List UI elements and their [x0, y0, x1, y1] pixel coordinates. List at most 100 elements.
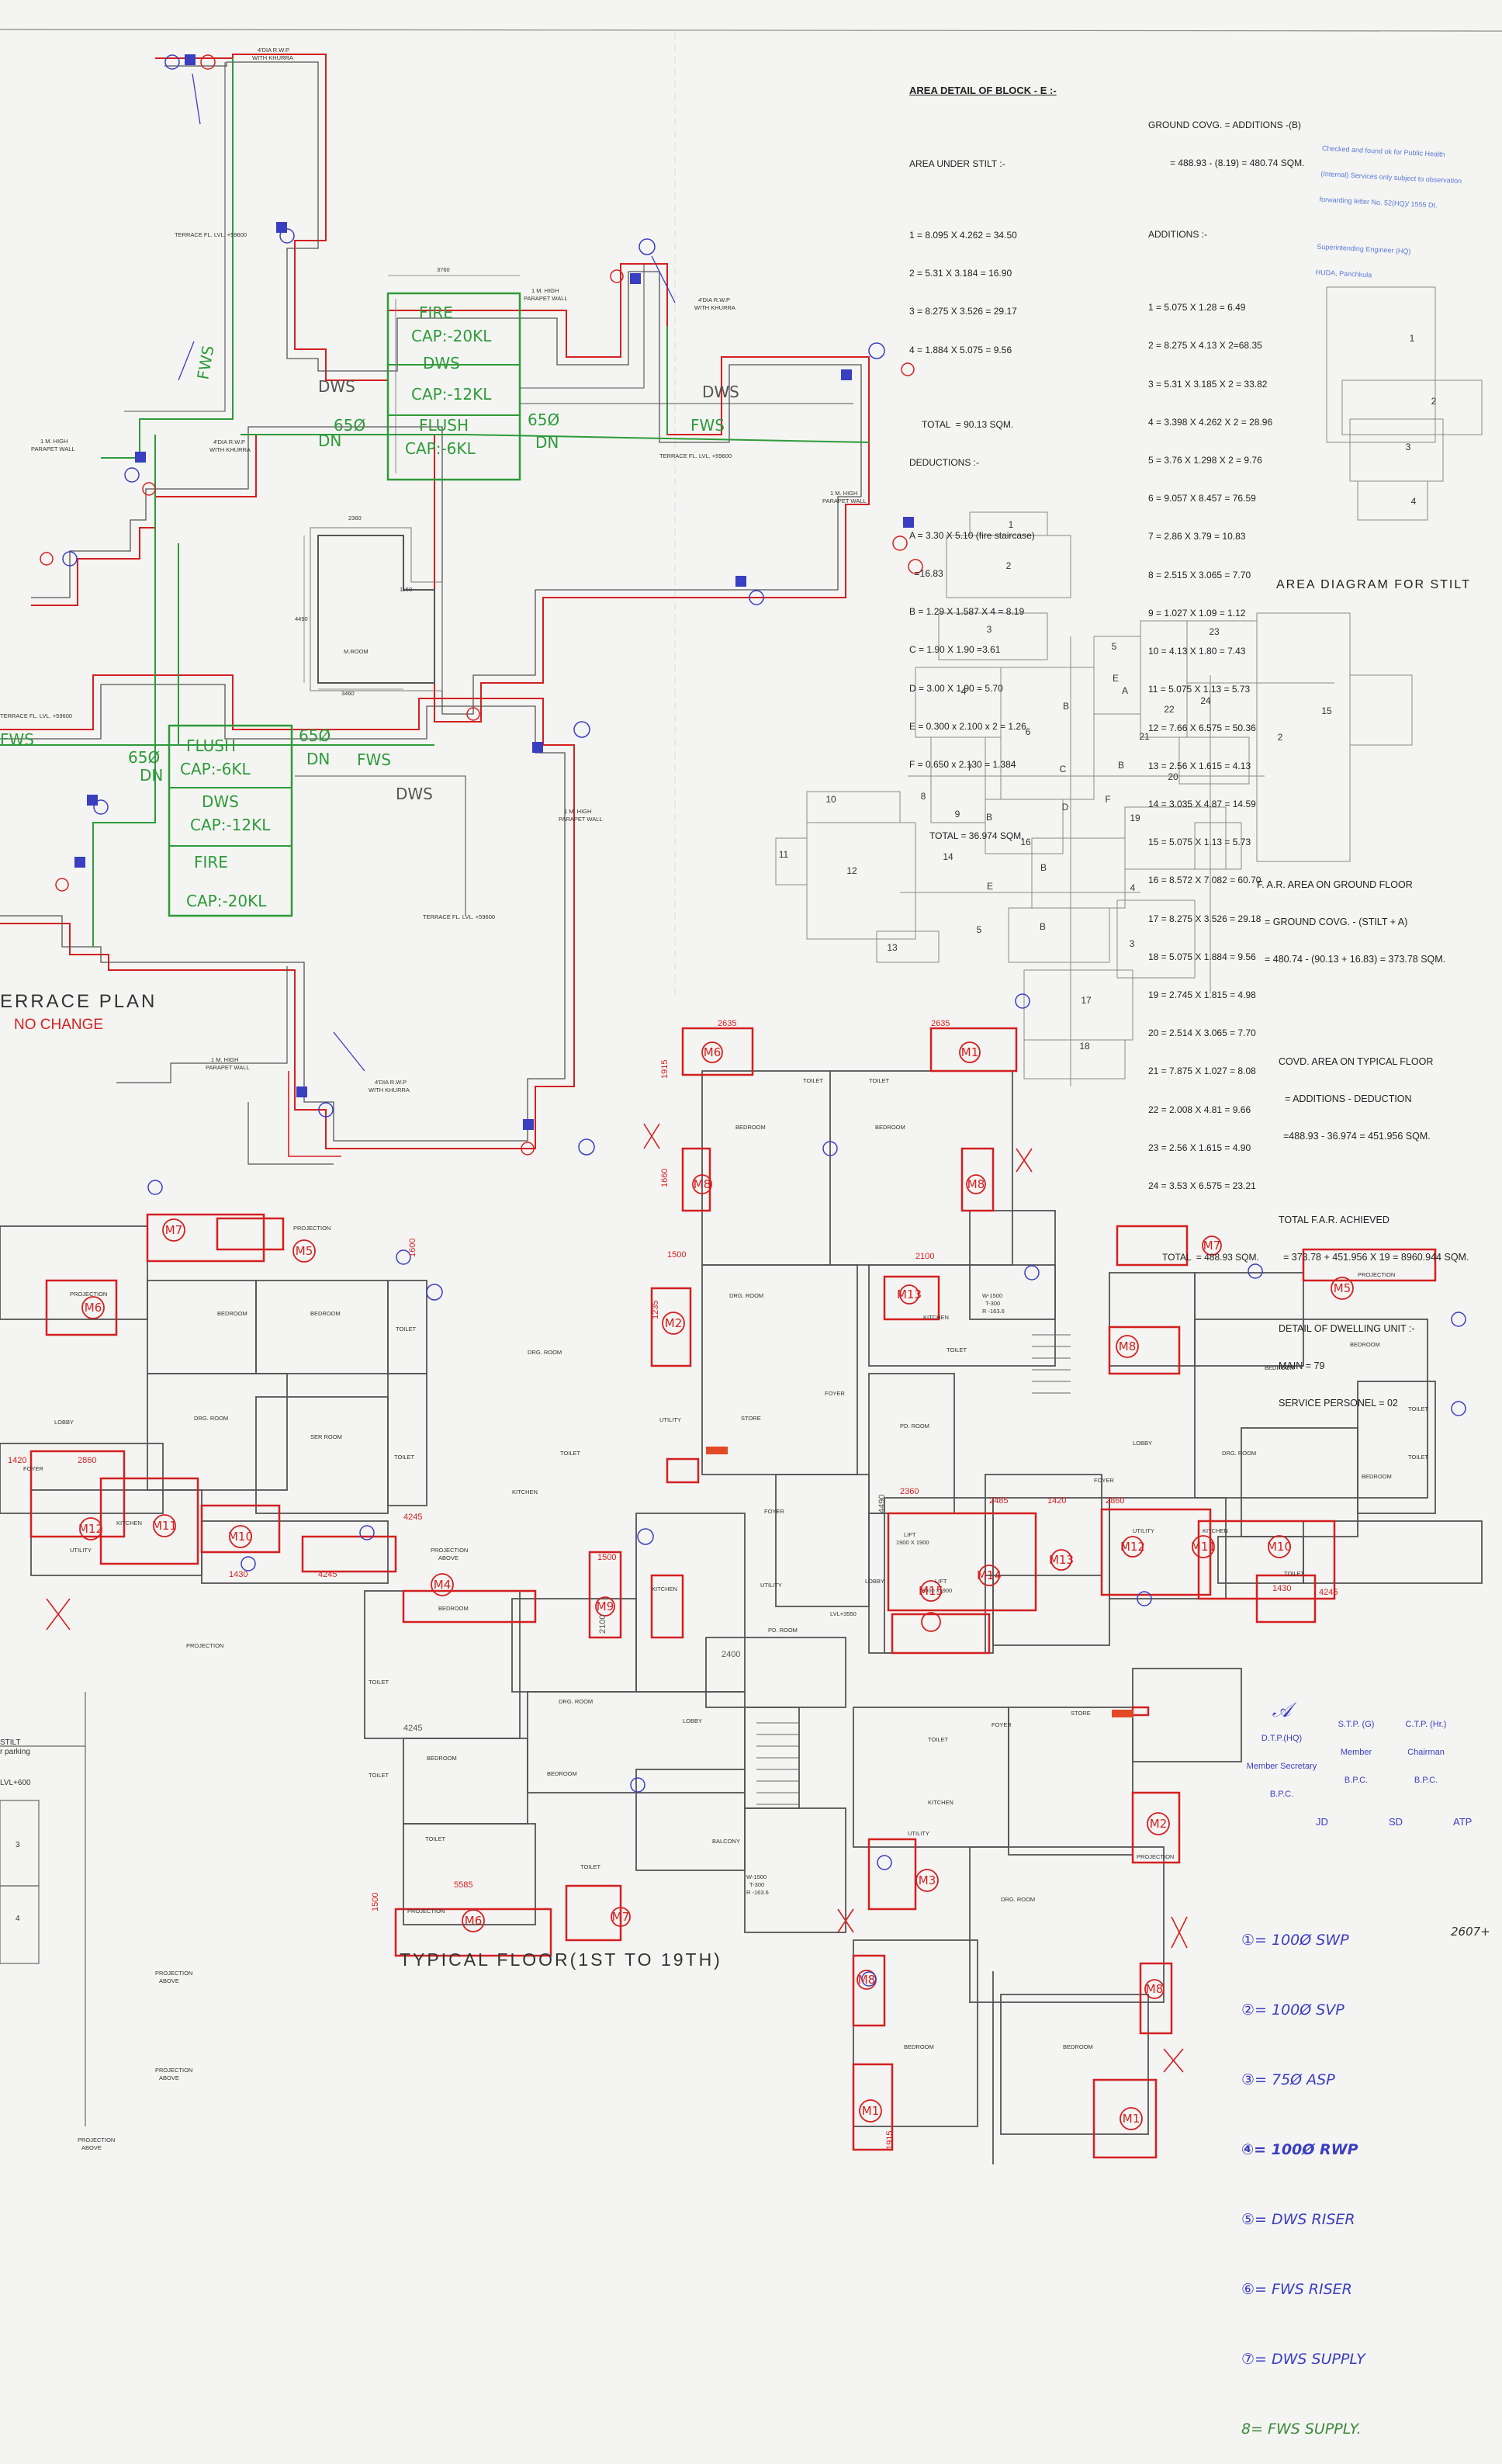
diagram-label: 9	[955, 809, 960, 820]
room-label: UTILITY	[659, 1416, 681, 1423]
marker-m2: M2	[665, 1316, 683, 1330]
room-label: 1900 X 1900	[896, 1539, 929, 1546]
marker-m1: M1	[961, 1045, 979, 1059]
stilt-total: TOTAL = 90.13 SQM.	[922, 418, 1014, 430]
addition-row: 3 = 5.31 X 3.185 X 2 = 33.82	[1148, 378, 1268, 390]
tank-dws-label: DWS	[423, 354, 460, 373]
diagram-label: 22	[1164, 704, 1175, 715]
dim-label: 1420	[8, 1456, 26, 1465]
area-detail-heading: AREA DETAIL OF BLOCK - E :-	[909, 84, 1057, 96]
room-label: PROJECTION	[155, 1970, 192, 1977]
diagram-label: 5	[977, 924, 982, 935]
marker-m6: M6	[704, 1045, 722, 1059]
rwp-label: 4'DIA R.W.P	[258, 47, 289, 54]
stilt-left-labels: STILT r parking LVL+600 3 4	[0, 1738, 31, 1923]
stilt-row: 3 = 8.275 X 3.526 = 29.17	[909, 306, 1017, 317]
diagram-letter: E	[1113, 673, 1119, 684]
diagram-label: 3	[1406, 442, 1411, 452]
room-label: SER ROOM	[310, 1433, 342, 1440]
room-label: PD. ROOM	[768, 1627, 798, 1634]
tank-fire-cap: CAP:-20KL	[186, 892, 267, 910]
stamp-line: Superintending Engineer (HQ)	[1317, 242, 1411, 255]
dim-label: 1500	[667, 1250, 686, 1260]
tank-dws-cap: CAP:-12KL	[411, 385, 492, 404]
marker-m8: M8	[967, 1177, 985, 1191]
dim-label: 2100	[598, 1615, 607, 1634]
stilt-lvl: LVL+600	[0, 1779, 31, 1787]
marker-m10: M10	[1267, 1540, 1292, 1554]
addition-row: 23 = 2.56 X 1.615 = 4.90	[1148, 1142, 1251, 1153]
diagram-label: 1	[1009, 519, 1014, 530]
far-covd-title: COVD. AREA ON TYPICAL FLOOR	[1279, 1056, 1434, 1067]
parapet-label: 1 M. HIGH	[830, 490, 857, 497]
addition-row: 8 = 2.515 X 3.065 = 7.70	[1148, 569, 1251, 580]
diagram-label: 21	[1139, 731, 1150, 742]
addition-row: 4 = 3.398 X 4.262 X 2 = 28.96	[1148, 416, 1273, 428]
far-covd-l1: = ADDITIONS - DEDUCTION	[1285, 1093, 1412, 1104]
dn-label: DN	[535, 433, 559, 452]
room-label: BEDROOM	[438, 1605, 469, 1612]
addition-row: 14 = 3.035 X 4.87 = 14.59	[1148, 798, 1256, 809]
dws-label: DWS	[318, 377, 355, 396]
addition-row: 15 = 5.075 X 1.13 = 5.73	[1148, 837, 1251, 848]
diagram-label: 11	[779, 849, 789, 860]
sig-ctp-body: B.P.C.	[1414, 1776, 1438, 1785]
room-label: LOBBY	[865, 1578, 884, 1585]
signature-dtp: 𝒜 D.T.P.(HQ) Member Secretary B.P.C.	[1243, 1687, 1320, 1799]
dimension-labels: 2635 2635 1915 1500 2100 1420 2860 4245 …	[8, 1019, 1338, 2150]
room-label: PD. ROOM	[900, 1423, 929, 1430]
dim-label: 3760	[437, 266, 450, 273]
diagram-label: 2	[1431, 396, 1437, 407]
legend-fws-riser: ⑥= FWS RISER	[1241, 2281, 1352, 2298]
diagram-letter: B	[1118, 760, 1124, 771]
room-label: BEDROOM	[1063, 2043, 1093, 2050]
room-label: PROJECTION	[407, 1908, 445, 1915]
dim-label: 2360	[348, 515, 362, 522]
room-label: DRG. ROOM	[559, 1698, 593, 1705]
legend-asp: ③= 75Ø ASP	[1241, 2071, 1335, 2088]
room-label: PROJECTION	[1358, 1271, 1395, 1278]
dim-label: 1500	[597, 1553, 616, 1562]
deduction-row: E = 0.300 x 2.100 x 2 = 1.26	[909, 720, 1026, 732]
terrace-plan-title: ERRACE PLAN	[0, 991, 157, 1012]
deduction-row: D = 3.00 X 1.90 = 5.70	[909, 682, 1003, 694]
tank-flush-label: FLUSH	[186, 736, 236, 755]
ground-covg-value: = 488.93 - (8.19) = 480.74 SQM.	[1170, 158, 1305, 169]
parapet-label: PARAPET WALL	[31, 445, 75, 452]
sig-dtp-title: D.T.P.(HQ)	[1261, 1734, 1303, 1743]
dim-label: 1600	[408, 1239, 417, 1257]
far-block: F. A.R. AREA ON GROUND FLOOR = GROUND CO…	[1257, 854, 1469, 1422]
dim-label: 1915	[885, 2131, 895, 2150]
addition-row: 6 = 9.057 X 8.457 = 76.59	[1148, 493, 1256, 504]
dn-size: 65Ø	[128, 748, 160, 767]
far-ground-l2: = 480.74 - (90.13 + 16.83) = 373.78 SQM.	[1265, 954, 1446, 965]
diagram-number-labels: 1 2 3 4 5 6 7 8 9 10 11 12 13 14 15 16 1…	[779, 333, 1437, 1052]
dim-label: 2485	[989, 1496, 1008, 1506]
dim-label: 4245	[403, 1724, 422, 1733]
terrace-level-label: TERRACE FL. LVL. +59600	[423, 913, 495, 920]
stilt-label: STILT	[0, 1738, 20, 1747]
room-label: TOILET	[1408, 1405, 1429, 1412]
room-label: ABOVE	[159, 2074, 179, 2081]
approval-stamp: Checked and found ok for Public Health (…	[1315, 127, 1502, 295]
dwelling-main: MAIN = 79	[1279, 1360, 1325, 1371]
rwp-label: 4'DIA R.W.P	[375, 1079, 407, 1086]
terrace-outline-red	[31, 54, 870, 723]
marker-m4: M4	[434, 1578, 452, 1592]
diagram-label: 6	[1026, 726, 1031, 737]
room-label: LOBBY	[1133, 1440, 1152, 1447]
stamp-line: forwarding letter No. 52(HQ)/ 1555 Dt.	[1319, 195, 1438, 210]
tanks-lower	[168, 724, 293, 917]
marker-m1: M1	[862, 2104, 880, 2118]
area-detail-block: AREA DETAIL OF BLOCK - E :- AREA UNDER S…	[909, 59, 1057, 855]
sig-atp: ATP	[1453, 1816, 1473, 1828]
diagram-label: 1	[1410, 333, 1415, 344]
room-label: PROJECTION	[70, 1291, 107, 1298]
diagram-letter-labels: A B C D E F B E B B B	[986, 673, 1128, 932]
dn-label: DN	[318, 431, 341, 450]
marker-m6: M6	[85, 1301, 102, 1315]
sig-sd: SD	[1389, 1816, 1403, 1828]
diagram-letter: E	[987, 881, 993, 892]
diagram-letter: B	[1040, 921, 1046, 932]
addition-row: 18 = 5.075 X 1.884 = 9.56	[1148, 951, 1256, 962]
